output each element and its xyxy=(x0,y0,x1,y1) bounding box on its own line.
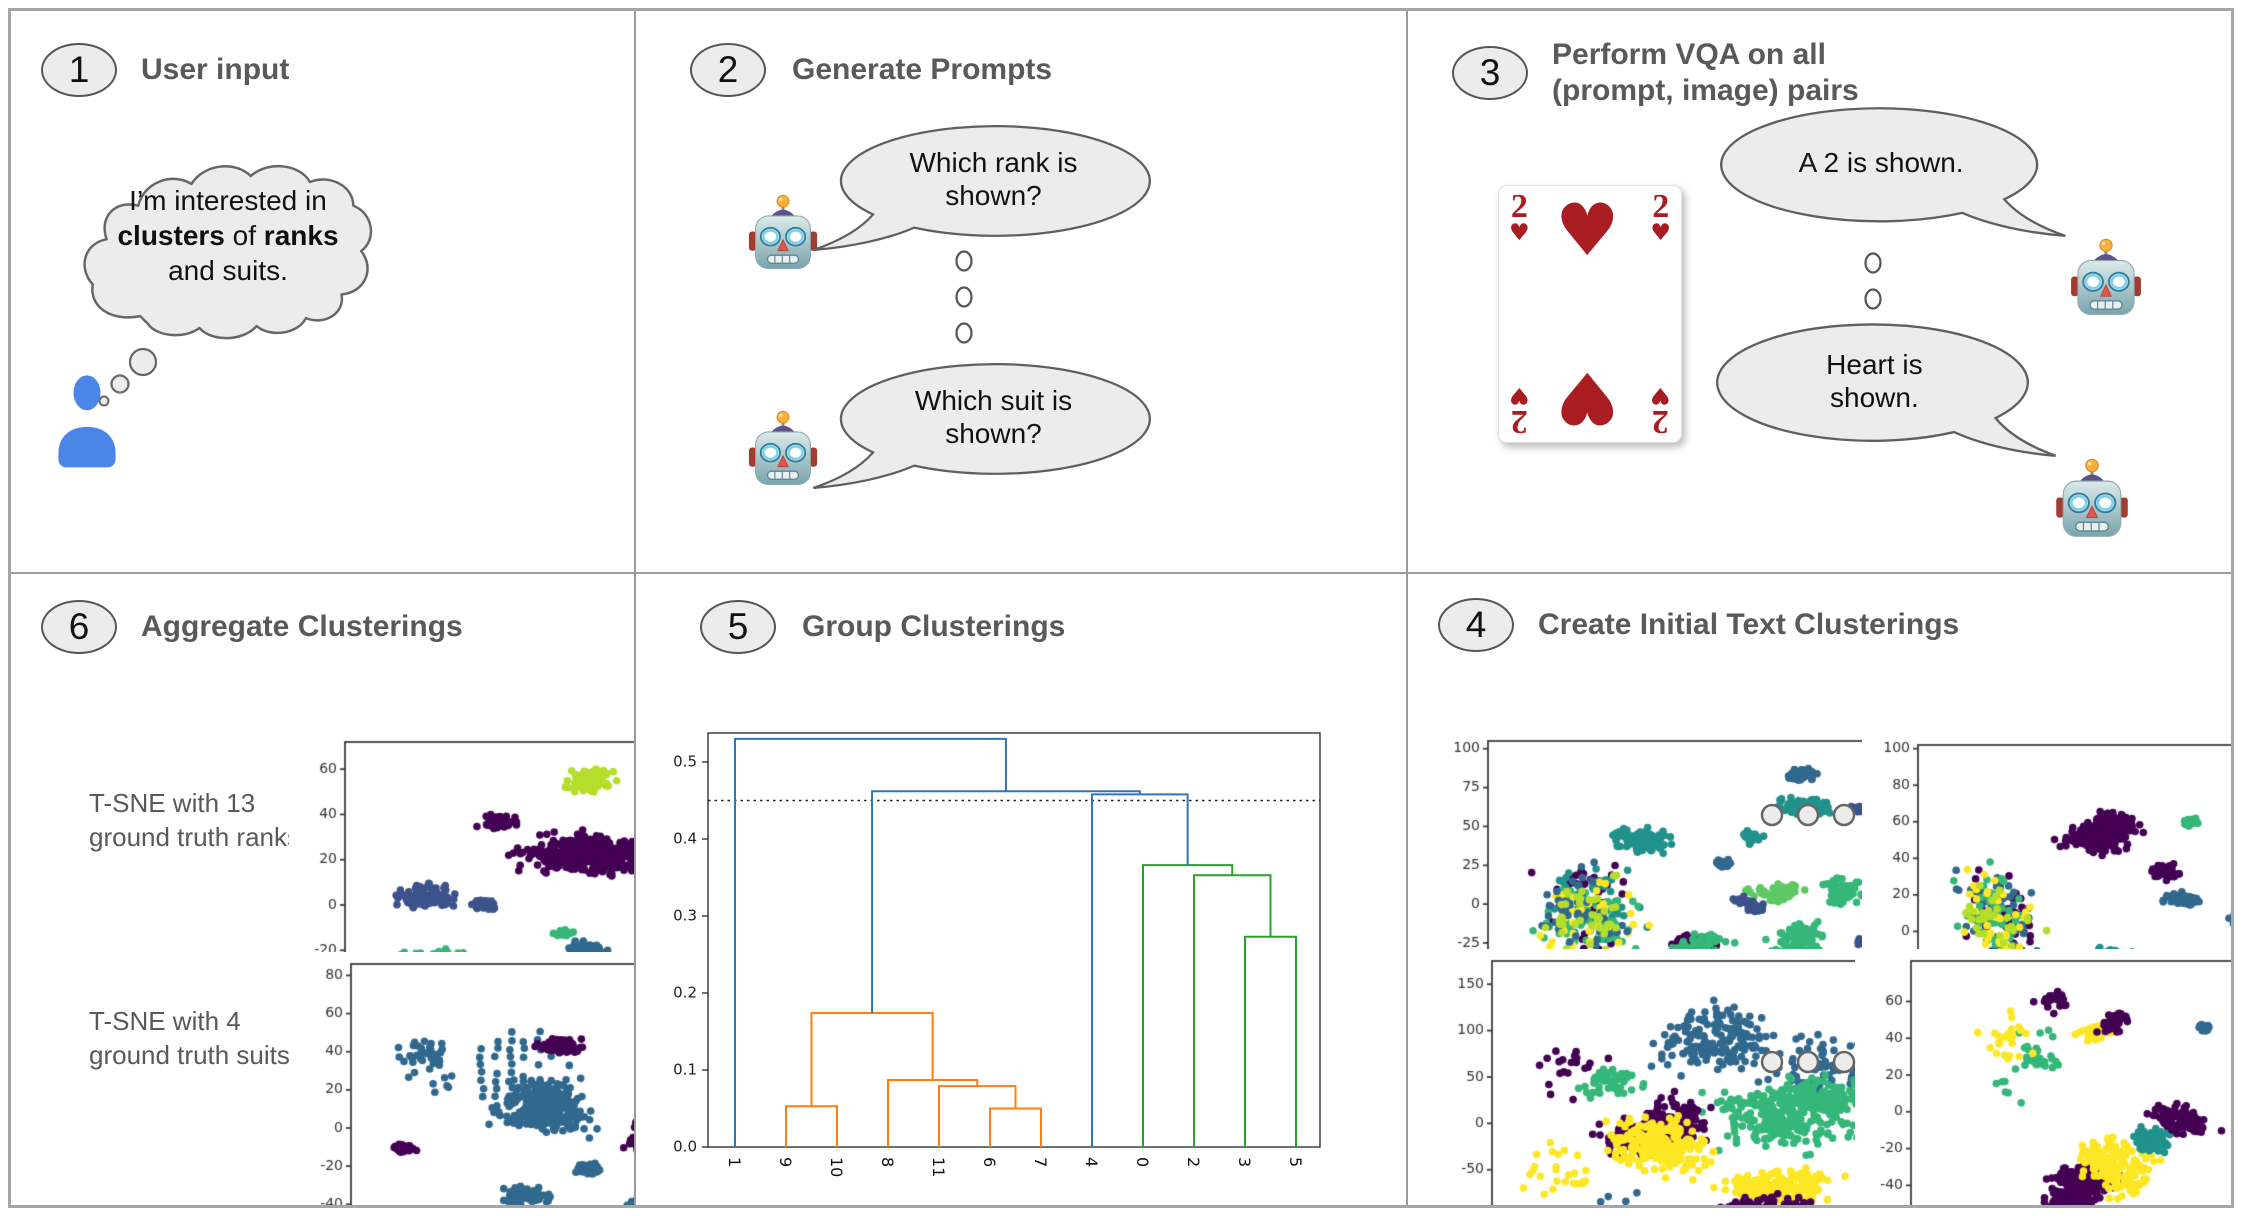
panel-aggregate-clusterings: 6 Aggregate Clusterings T-SNE with 13 gr… xyxy=(11,574,636,1205)
prompt-text: Which suit is shown? xyxy=(914,385,1073,450)
svg-text:0.1: 0.1 xyxy=(673,1061,697,1079)
horizontal-ellipsis-icon xyxy=(1760,1050,1856,1074)
person-icon xyxy=(58,375,116,468)
svg-text:0.3: 0.3 xyxy=(673,907,697,925)
speech-bubble-rank-prompt: Which rank is shown? xyxy=(801,121,1151,253)
svg-text:3: 3 xyxy=(1235,1157,1254,1167)
thought-trail-icon xyxy=(98,347,158,407)
panel-2-title: Generate Prompts xyxy=(792,53,1053,86)
step-2-badge: 2 xyxy=(690,43,766,97)
svg-text:6: 6 xyxy=(980,1157,999,1167)
thought-cloud-icon xyxy=(83,164,373,340)
svg-text:4: 4 xyxy=(1082,1157,1101,1167)
panel-group-clusterings: 5 Group Clusterings 0.0 0.1 0.2 0.3 0.4 0.5 1 9… xyxy=(636,574,1408,1205)
panel-2-header: 2 Generate Prompts xyxy=(690,43,1052,97)
svg-text:8: 8 xyxy=(878,1157,897,1167)
panel-5-title: Group Clusterings xyxy=(802,610,1066,643)
panel-3-title-line2: (prompt, image) pairs xyxy=(1552,74,1859,107)
svg-text:0.5: 0.5 xyxy=(673,753,697,771)
speech-bubble-suit-answer: Heart is shown. xyxy=(1716,319,2068,459)
step-number: 3 xyxy=(1479,52,1501,93)
panel-6-header: 6 Aggregate Clusterings xyxy=(41,600,463,654)
svg-text:0.4: 0.4 xyxy=(673,830,697,848)
step-number: 1 xyxy=(68,49,90,90)
svg-text:5: 5 xyxy=(1286,1157,1305,1167)
svg-text:0.2: 0.2 xyxy=(673,984,697,1002)
svg-text:10: 10 xyxy=(827,1157,846,1177)
panel-generate-prompts: 2 Generate Prompts Which rank is shown? … xyxy=(636,11,1408,574)
speech-bubble-shape xyxy=(1720,107,2066,238)
robot-face-icon xyxy=(2069,237,2143,316)
step-1-badge: 1 xyxy=(41,43,117,97)
card-center-pip: ♥ xyxy=(1555,356,1620,440)
step-number: 2 xyxy=(717,49,739,90)
panel-6-title: Aggregate Clusterings xyxy=(141,610,463,643)
panel-perform-vqa: 3 Perform VQA on all (prompt, image) pai… xyxy=(1408,11,2231,574)
panel-1-header: 1 User input xyxy=(41,43,289,97)
step-number: 6 xyxy=(68,606,90,647)
svg-text:0: 0 xyxy=(1133,1157,1152,1167)
step-4-badge: 4 xyxy=(1438,598,1514,652)
svg-text:7: 7 xyxy=(1031,1157,1050,1167)
panel-1-title: User input xyxy=(141,53,290,86)
dendrogram-plot: 0.0 0.1 0.2 0.3 0.4 0.5 1 9 10 8 11 6 7 4 0 2 3 5 xyxy=(673,732,1321,1177)
panel-create-initial-clusterings: 4 Create Initial Text Clusterings xyxy=(1408,574,2231,1205)
svg-text:1: 1 xyxy=(725,1157,744,1167)
svg-text:9: 9 xyxy=(776,1157,795,1167)
panel-4-title: Create Initial Text Clusterings xyxy=(1538,608,1960,641)
step-5-badge: 5 xyxy=(700,600,776,654)
step-6-badge: 6 xyxy=(41,600,117,654)
robot-face-icon xyxy=(2054,457,2130,538)
speech-bubble-shape xyxy=(812,125,1151,252)
vertical-ellipsis-icon xyxy=(955,250,973,344)
panel-3-header: 3 Perform VQA on all (prompt, image) pai… xyxy=(1452,37,1859,109)
playing-card-2-of-hearts: 2♥ 2♥ ♥ ♥ 2♥ 2♥ xyxy=(1498,185,1682,443)
card-corner-index: 2♥ xyxy=(1509,188,1530,246)
speech-bubble-shape xyxy=(812,363,1151,490)
panel-4-header: 4 Create Initial Text Clusterings xyxy=(1438,598,1959,652)
tsne-suits-plot xyxy=(295,952,634,1205)
svg-text:0.0: 0.0 xyxy=(673,1138,697,1156)
card-center-pip: ♥ xyxy=(1555,188,1620,272)
prompt-text: Which rank is shown? xyxy=(909,147,1078,212)
answer-text: Heart is shown. xyxy=(1826,348,1923,413)
tsne-suits-label: T-SNE with 4 ground truth suits xyxy=(89,1006,290,1070)
card-corner-index: 2♥ xyxy=(1650,382,1671,440)
horizontal-ellipsis-icon xyxy=(1760,803,1856,827)
card-corner-index: 2♥ xyxy=(1509,382,1530,440)
svg-text:11: 11 xyxy=(929,1157,948,1177)
answer-text: A 2 is shown. xyxy=(1798,147,1964,179)
panel-3-title: Perform VQA on all (prompt, image) pairs xyxy=(1552,37,1859,109)
card-corner-index: 2♥ xyxy=(1650,188,1671,246)
svg-text:2: 2 xyxy=(1184,1157,1203,1167)
step-3-badge: 3 xyxy=(1452,46,1528,100)
initial-clustering-plot-4 xyxy=(1855,949,2231,1205)
panel-5-header: 5 Group Clusterings xyxy=(700,600,1065,654)
speech-bubble-shape xyxy=(1716,323,2056,457)
speech-bubble-rank-answer: A 2 is shown. xyxy=(1720,103,2078,239)
speech-bubble-suit-prompt: Which suit is shown? xyxy=(801,359,1151,491)
tsne-ranks-label: T-SNE with 13 ground truth ranks xyxy=(89,788,301,852)
step-number: 4 xyxy=(1465,604,1487,645)
panel-3-title-line1: Perform VQA on all xyxy=(1552,38,1826,71)
step-number: 5 xyxy=(727,606,749,647)
